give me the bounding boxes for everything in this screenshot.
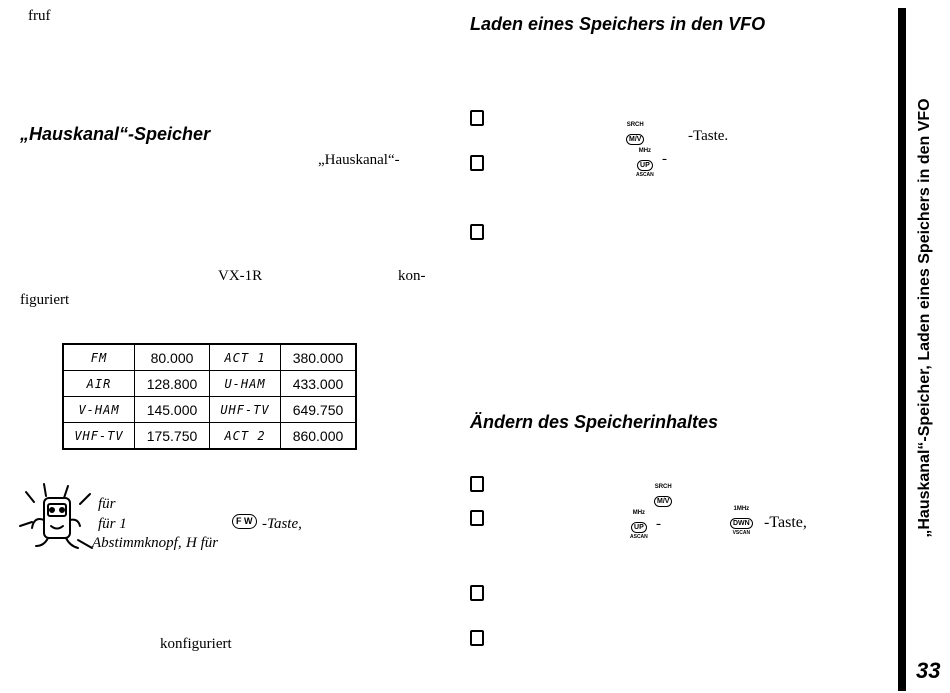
table-row: FM 80.000 ACT 1 380.000 (62, 343, 357, 371)
up-key-label: UP (637, 160, 653, 171)
mw-key-label: M/V (626, 134, 645, 145)
tip-h-fuer: H für (186, 535, 219, 551)
step-checkbox-2 (470, 155, 484, 171)
table-cell: 145.000 (134, 396, 210, 423)
up2-key-bottom: ASCAN (630, 534, 648, 540)
tip-line-2: für 1 (98, 516, 127, 532)
table-cell: 175.750 (134, 422, 210, 450)
table-cell: 380.000 (280, 343, 357, 371)
step-checkbox-1 (470, 110, 484, 126)
up2-key-top: MHz (632, 510, 646, 516)
table-cell: UHF-TV (209, 396, 281, 423)
text-taste-1: -Taste. (688, 128, 729, 144)
table-cell: 433.000 (280, 370, 357, 397)
section-heading-hauskanal: „Hauskanal“-Speicher (20, 124, 211, 144)
step-checkbox-7 (470, 630, 484, 646)
up2-key-label: UP (631, 522, 647, 533)
table-cell: 128.800 (134, 370, 210, 397)
text-hauskanal: „Hauskanal“- (318, 152, 400, 168)
dwn-key-bottom: VSCAN (732, 530, 751, 536)
sidebar-title: „Hauskanal“-Speicher, Laden eines Speich… (912, 8, 938, 628)
mw-key-icon: SRCH M/V (626, 122, 645, 146)
sidebar-bar (898, 8, 906, 691)
sidebar-title-text: „Hauskanal“-Speicher, Laden eines Speich… (916, 98, 933, 538)
mw2-key-label: M/V (654, 496, 673, 507)
text-figuriert: figuriert (20, 292, 70, 308)
table-cell: 860.000 (280, 422, 357, 450)
tip-taste: -Taste, (262, 516, 302, 532)
dwn-key-icon: 1MHz DWN VSCAN (730, 506, 753, 536)
mw2-key-top: SRCH (654, 484, 672, 490)
step-checkbox-3 (470, 224, 484, 240)
up-key-icon-2: MHz UP ASCAN (630, 510, 648, 540)
table-row: VHF-TV 175.750 ACT 2 860.000 (62, 422, 357, 450)
table-row: V-HAM 145.000 UHF-TV 649.750 (62, 396, 357, 423)
table-cell: FM (62, 343, 135, 371)
tip-line-3: Abstimmknopf, (92, 535, 182, 551)
text-dash-1: - (662, 151, 667, 167)
fw-key-icon: F W (232, 514, 257, 529)
up-key-icon: MHz UP ASCAN (636, 148, 654, 178)
dwn-key-label: DWN (730, 518, 753, 529)
step-checkbox-6 (470, 585, 484, 601)
dwn-key-top: 1MHz (733, 506, 750, 512)
text-taste-2: -Taste, (764, 514, 807, 531)
table-cell: 649.750 (280, 396, 357, 423)
step-checkbox-4 (470, 476, 484, 492)
section-heading-aendern: Ändern des Speicherinhaltes (470, 412, 719, 432)
section-heading-vfo: Laden eines Speichers in den VFO (470, 14, 766, 34)
table-cell: VHF-TV (62, 422, 135, 450)
text-kon: kon- (398, 268, 426, 284)
table-cell: V-HAM (62, 396, 135, 423)
up-key-bottom: ASCAN (636, 172, 654, 178)
text-vx1r: VX-1R (218, 268, 263, 284)
radio-mascot-tip-icon (19, 483, 93, 549)
text-dash-2: - (656, 516, 661, 532)
table-cell: U-HAM (209, 370, 281, 397)
table-cell: ACT 2 (209, 422, 281, 450)
tip-line-1: für (98, 496, 116, 512)
up-key-top: MHz (638, 148, 652, 154)
step-checkbox-5 (470, 510, 484, 526)
top-fragment: fruf (28, 8, 51, 24)
bottom-text: konfiguriert (160, 636, 232, 652)
mw-key-icon-2: SRCH M/V (654, 484, 673, 508)
page-number: 33 (916, 658, 941, 683)
table-row: AIR 128.800 U-HAM 433.000 (62, 370, 357, 397)
table-cell: 80.000 (134, 343, 210, 371)
mw-key-top: SRCH (626, 122, 644, 128)
table-cell: AIR (62, 370, 135, 397)
preset-frequency-table: FM 80.000 ACT 1 380.000 AIR 128.800 U-HA… (62, 343, 357, 450)
table-cell: ACT 1 (209, 343, 281, 371)
